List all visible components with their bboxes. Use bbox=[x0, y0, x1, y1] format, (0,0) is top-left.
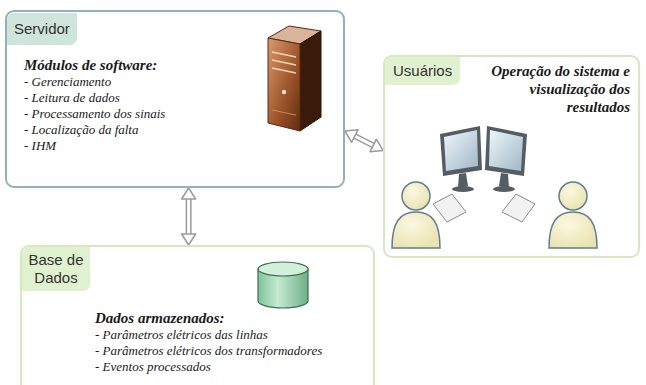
arrow-head bbox=[182, 234, 196, 245]
list-item: - IHM bbox=[24, 138, 165, 154]
text-group: Dados armazenados:- Parâmetros elétricos… bbox=[95, 309, 322, 375]
tag-label: Usuários bbox=[393, 62, 452, 80]
person-head bbox=[559, 182, 587, 210]
panel-heading: Módulos de software: bbox=[24, 56, 165, 74]
arrow-shaft bbox=[354, 136, 374, 146]
server-tag: Servidor bbox=[7, 13, 77, 45]
server-front bbox=[268, 38, 300, 131]
list-item: - Parâmetros elétricos das linhas bbox=[95, 327, 322, 343]
list-item: - Processamento dos sinais bbox=[24, 106, 165, 122]
monitor-base bbox=[493, 186, 515, 192]
keyboard bbox=[502, 194, 535, 222]
database-tag: Base de Dados bbox=[22, 247, 90, 291]
server-bay bbox=[272, 60, 296, 65]
panel-heading: Operação do sistema e visualização dos r… bbox=[468, 62, 630, 116]
arrow-shaft-inner bbox=[187, 197, 190, 236]
arrow-head bbox=[345, 130, 358, 142]
server-side bbox=[300, 31, 321, 131]
text-group: Operação do sistema e visualização dos r… bbox=[468, 62, 630, 116]
monitor-stand bbox=[499, 173, 509, 188]
monitor-screen bbox=[489, 130, 523, 171]
person-body bbox=[392, 212, 440, 248]
arrow-head bbox=[370, 139, 383, 151]
tag-label: Servidor bbox=[14, 20, 70, 38]
monitor-screen bbox=[444, 130, 478, 171]
keyboard bbox=[433, 194, 466, 222]
database-panel: Dados armazenados:- Parâmetros elétricos… bbox=[20, 245, 375, 385]
double-arrow bbox=[345, 130, 383, 152]
person-body bbox=[549, 212, 597, 248]
cylinder-top bbox=[258, 262, 308, 276]
list-item: - Leitura de dados bbox=[24, 90, 165, 106]
server-panel: Módulos de software:- Gerenciamento- Lei… bbox=[5, 10, 345, 188]
server-bay bbox=[272, 68, 296, 73]
list-item: - Localização da falta bbox=[24, 122, 165, 138]
double-arrow bbox=[182, 188, 196, 245]
server-line bbox=[272, 110, 296, 115]
arrow-shaft bbox=[186, 198, 192, 235]
users-panel: Operação do sistema e visualização dos r… bbox=[383, 55, 640, 258]
list-item: - Parâmetros elétricos dos transformador… bbox=[95, 343, 322, 359]
monitor-frame bbox=[485, 126, 527, 176]
monitor-stand bbox=[458, 173, 468, 188]
server-bay bbox=[272, 52, 296, 57]
users-icon bbox=[392, 126, 597, 248]
users-tag: Usuários bbox=[385, 57, 460, 85]
text-group: Módulos de software:- Gerenciamento- Lei… bbox=[24, 56, 165, 154]
person-head bbox=[402, 182, 430, 210]
panel-heading: Dados armazenados: bbox=[95, 309, 322, 327]
database-icon bbox=[258, 262, 308, 308]
monitor-frame bbox=[440, 126, 482, 176]
server-icon bbox=[268, 26, 321, 131]
server-button bbox=[282, 90, 286, 94]
list-item: - Gerenciamento bbox=[24, 74, 165, 90]
monitor-base bbox=[452, 186, 474, 192]
list-item: - Eventos processados bbox=[95, 359, 322, 375]
arrow-shaft-inner bbox=[353, 135, 375, 146]
arrow-head bbox=[182, 188, 196, 199]
tag-label: Base de Dados bbox=[27, 251, 85, 287]
